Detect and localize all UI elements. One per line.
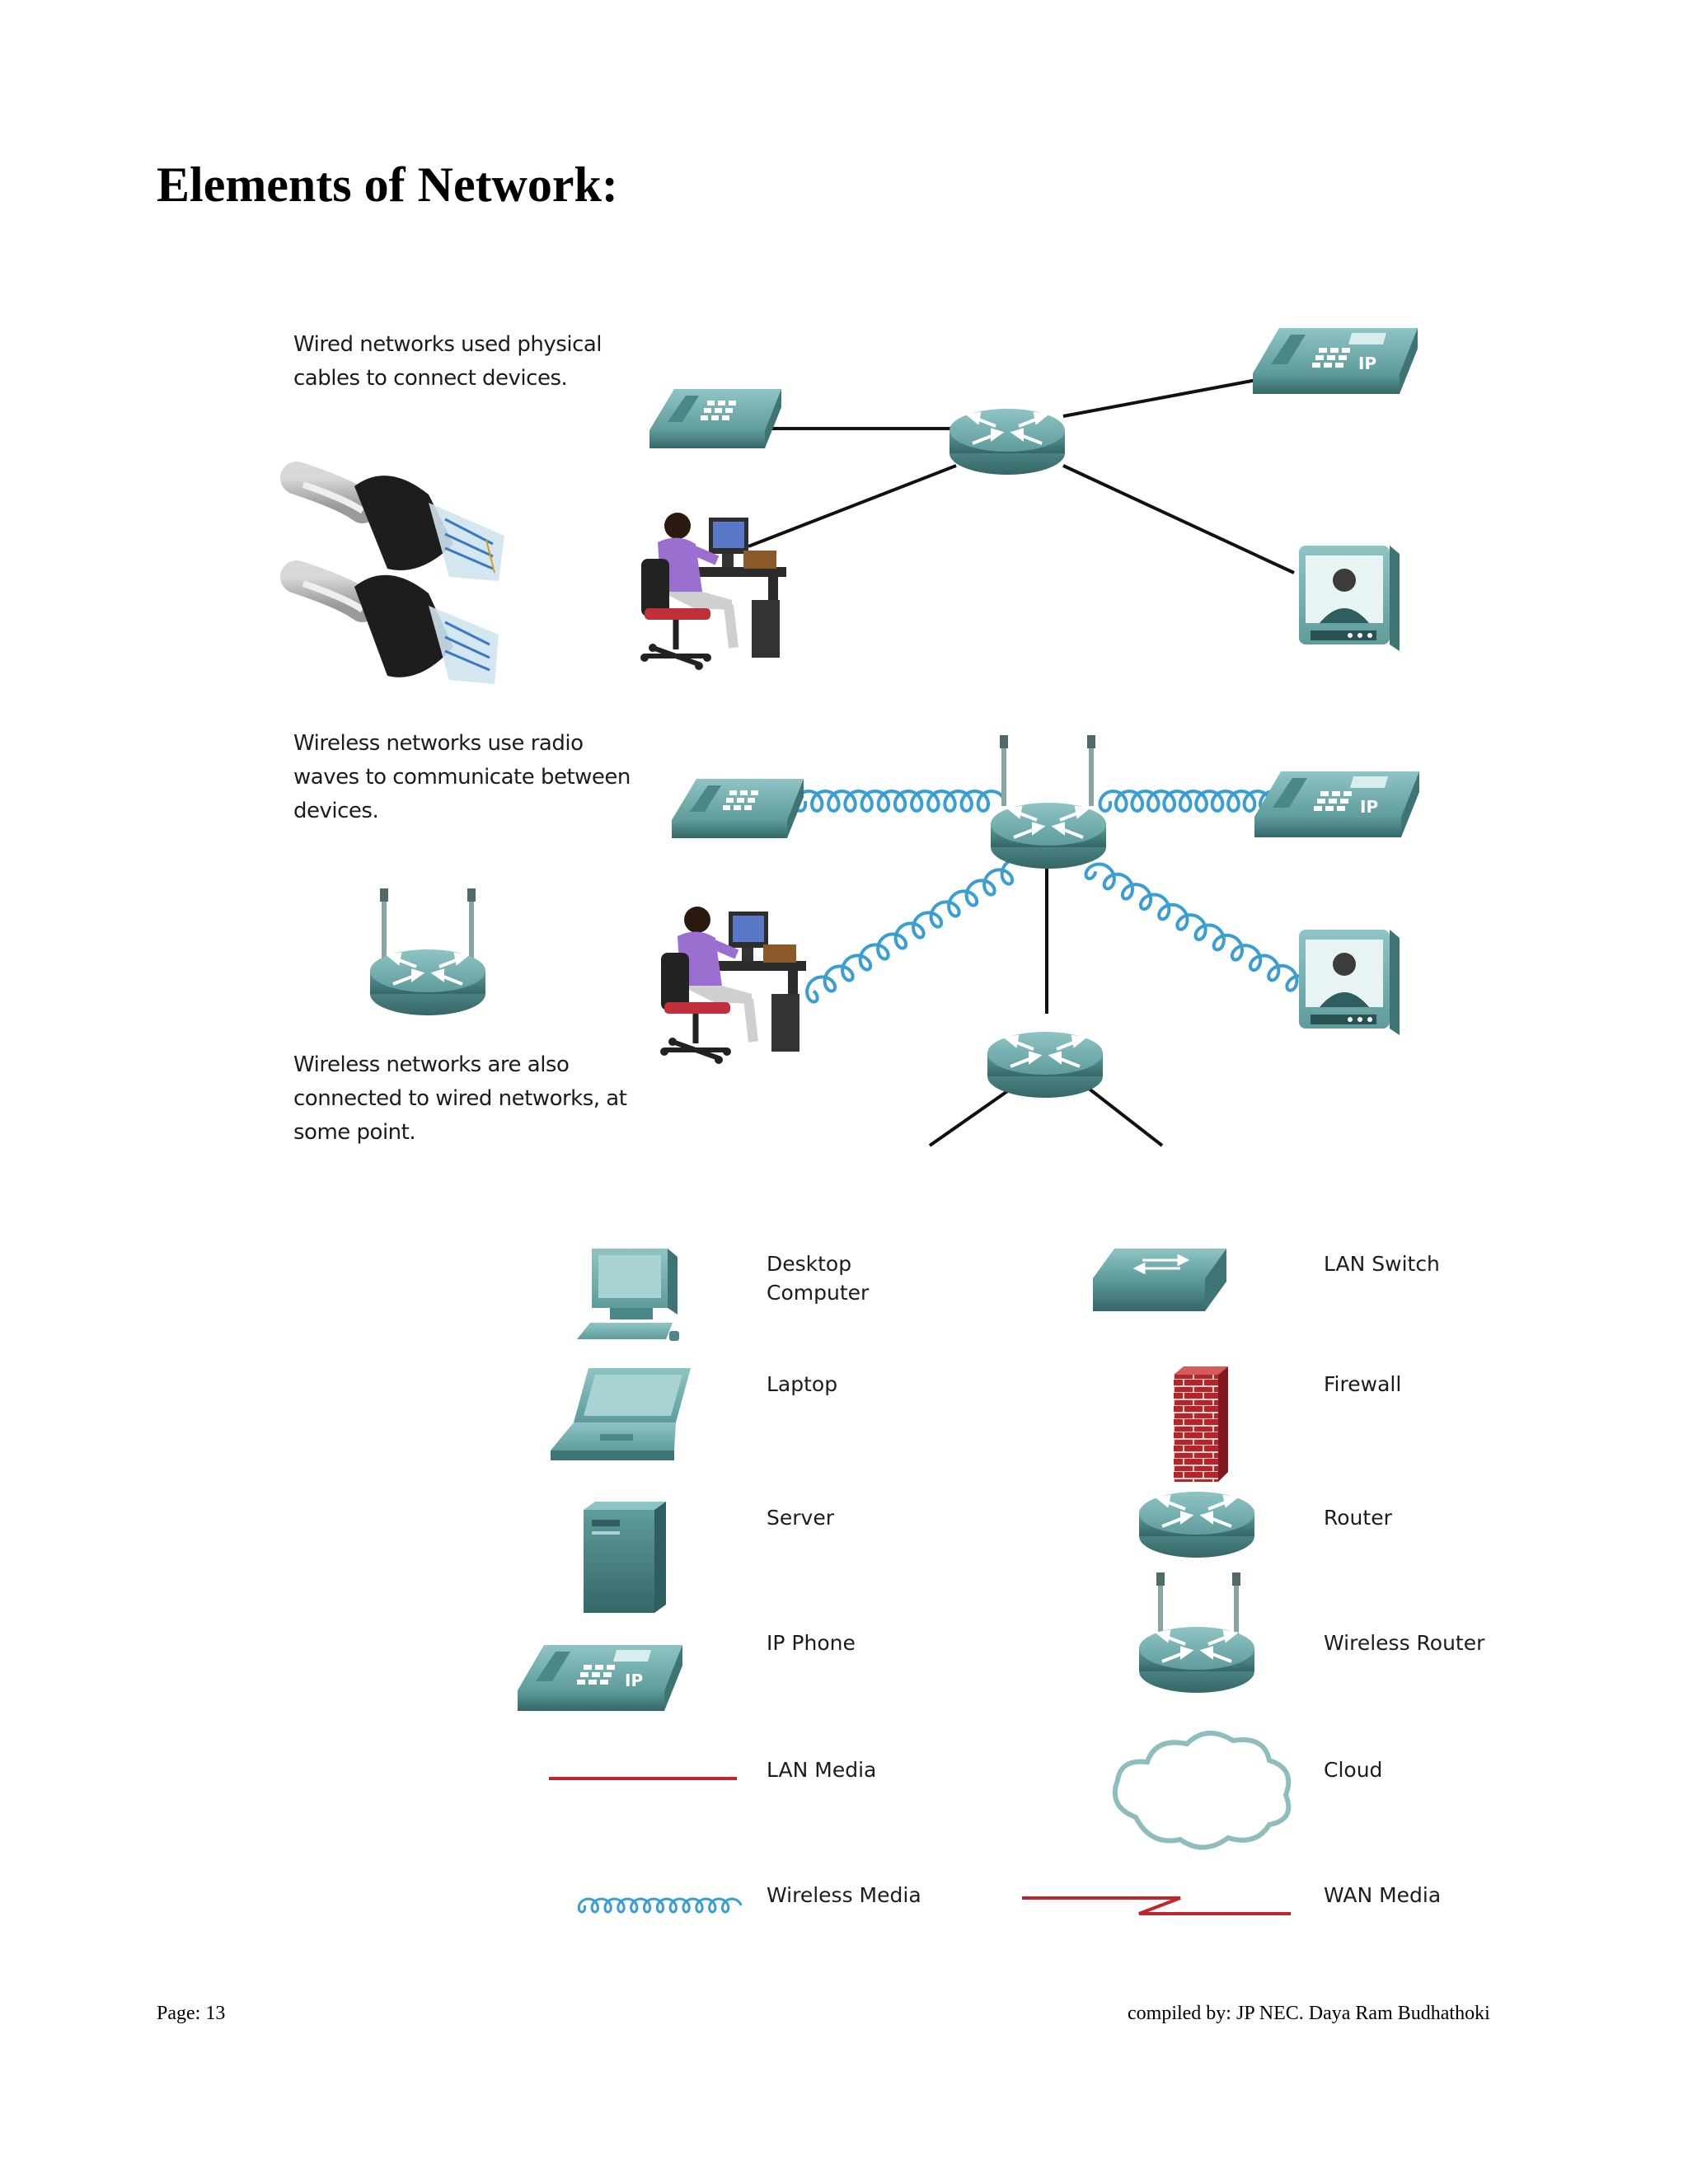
wireless-description-line: waves to communicate between [293,765,631,790]
ip-badge: IP [1358,354,1376,373]
compiled-by-credit: compiled by: JP NEC. Daya Ram Budhathoki [1128,2003,1490,2024]
wired-link [1062,377,1262,418]
ethernet-cable-icon [280,462,504,684]
legend-label-wireless-router: Wireless Router [1324,1631,1485,1655]
wireless-router-icon [989,801,1108,870]
wireless-media-icon [577,1897,743,1914]
person-at-desk-icon [640,513,786,670]
legend-label-firewall: Firewall [1324,1372,1402,1396]
ip-badge: IP [625,1671,643,1690]
wireless-description-line: Wireless networks use radio [293,731,584,756]
wireless-router-icon [1137,1572,1256,1694]
wired-description-line: Wired networks used physical [293,332,603,357]
wired-link [748,464,957,548]
page-number: Page: 13 [157,2003,226,2024]
phone-icon [649,389,781,448]
video-monitor-icon [1299,930,1400,1035]
person-at-desk-icon [660,907,806,1064]
page-title: Elements of Network: [157,157,618,212]
legend-label-laptop: Laptop [767,1372,838,1396]
wired-network: IP [640,328,1418,670]
wan-media-icon [1022,1896,1291,1915]
router-icon [948,407,1067,476]
legend-icons: IP [518,1249,1292,1915]
antenna-icon [1087,735,1095,806]
lan-switch-icon [1093,1249,1226,1311]
router-icon [986,1030,1104,1099]
ip-badge: IP [1360,797,1378,817]
cloud-icon [1112,1730,1292,1850]
legend-label-wan-media: WAN Media [1324,1883,1442,1907]
ip-phone-icon [1253,328,1418,394]
wired-link [928,1086,1014,1147]
legend-label-lan-switch: LAN Switch [1324,1252,1440,1276]
wireless-network: IP [660,735,1419,1147]
connected-description-line: Wireless networks are also [293,1052,570,1077]
server-icon [584,1502,666,1613]
legend-label-wireless-media: Wireless Media [767,1883,921,1907]
connected-description-line: some point. [293,1120,416,1145]
wireless-router-illustration [368,888,487,1017]
ip-phone-icon [518,1645,682,1711]
wireless-description-line: devices. [293,799,379,823]
legend-label-lan-media: LAN Media [767,1758,877,1782]
wireless-description: Wireless networks use radio waves to com… [293,727,631,828]
phone-icon [672,779,804,838]
wired-link [1062,464,1295,574]
legend-label-server: Server [767,1506,834,1530]
legend-label-cloud: Cloud [1324,1758,1383,1782]
wired-description-line: cables to connect devices. [293,366,568,391]
wireless-links [793,789,1317,1004]
laptop-icon [551,1368,691,1460]
legend-label-ip-phone: IP Phone [767,1631,856,1655]
connected-description-line: connected to wired networks, at [293,1086,627,1111]
video-monitor-icon [1299,546,1400,651]
legend-label-router: Router [1324,1506,1392,1530]
router-icon [1137,1490,1256,1559]
ip-phone-icon [1254,771,1419,837]
desktop-computer-icon [577,1249,679,1341]
legend-label-desktop-computer: Desktop Computer [767,1252,870,1305]
connected-description: Wireless networks are also connected to … [293,1048,627,1150]
firewall-icon [1174,1366,1228,1482]
wired-link [1086,1086,1164,1147]
wired-description: Wired networks used physical cables to c… [293,328,603,396]
